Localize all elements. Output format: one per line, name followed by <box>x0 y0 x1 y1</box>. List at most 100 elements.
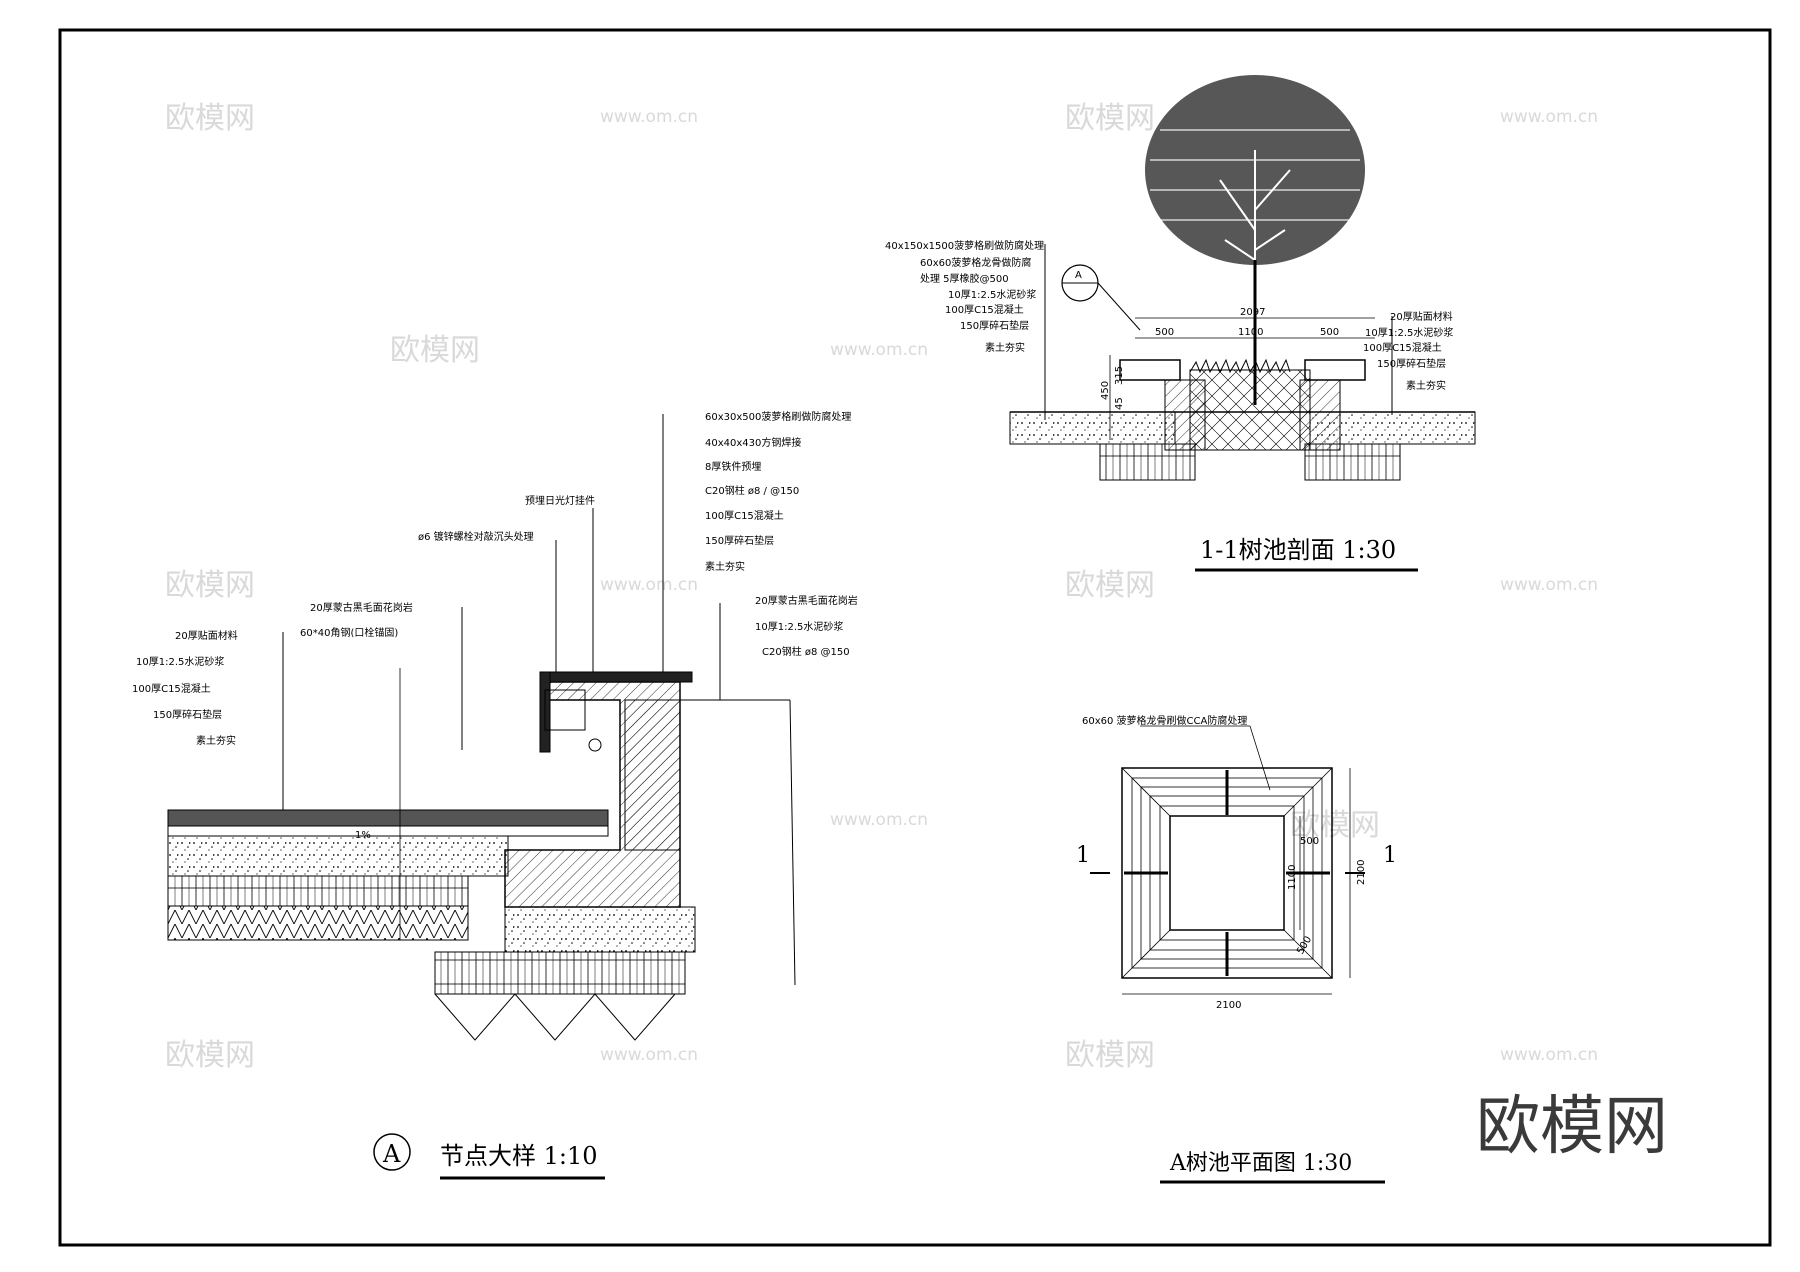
right-seat <box>1304 359 1366 381</box>
section-label-left: 处理 5厚橡胶@500 <box>920 272 1009 285</box>
section-label-left: 40x150x1500菠萝格刷做防腐处理 <box>885 239 1044 252</box>
dim-side-top: 500 <box>1300 836 1319 847</box>
watermark-url: www.om.cn <box>600 1045 698 1065</box>
label-top: 60x30x500菠萝格刷做防腐处理 <box>705 410 851 423</box>
label-right: C20钢柱 ø8 @150 <box>762 645 850 658</box>
label-granite-left: 20厚蒙古黑毛面花岗岩 <box>310 601 413 614</box>
plan-inner <box>1169 815 1285 931</box>
dim-h1: 450 <box>1100 381 1111 400</box>
left-pavement <box>1009 411 1176 445</box>
cut-label-left: 1 <box>1076 843 1090 868</box>
watermark-brand: 欧模网 <box>165 568 255 603</box>
label-left: 150厚碎石垫层 <box>153 708 222 721</box>
light-fixture <box>588 738 602 752</box>
plan-leader <box>1249 725 1271 791</box>
label-left: 素土夯实 <box>196 734 236 747</box>
left-seat <box>1119 359 1181 381</box>
plan-a: 1 1 2100 2100 1100 500 500 60x60 菠萝格龙骨刷做… <box>1076 714 1397 1184</box>
dim-h3: 45 <box>1114 397 1125 410</box>
detail-title: 节点大样 1:10 <box>440 1142 598 1170</box>
drawing-frame <box>58 28 1772 1247</box>
cut-label-right: 1 <box>1383 843 1397 868</box>
label-right: 20厚蒙古黑毛面花岗岩 <box>755 594 858 607</box>
label-top: 100厚C15混凝土 <box>705 509 784 522</box>
watermark-brand: 欧模网 <box>1290 808 1380 843</box>
bench-foundation <box>504 906 696 953</box>
watermark-url: www.om.cn <box>830 810 928 830</box>
concrete-layer <box>167 835 509 877</box>
detail-a: 1% 60x30x500菠萝格刷做防腐处理 40x40x430方钢焊接 8厚铁件… <box>132 410 858 1180</box>
watermark-url: www.om.cn <box>600 107 698 127</box>
watermark-brand: 欧模网 <box>165 1038 255 1073</box>
dim-mid-text: 1100 <box>1238 327 1263 338</box>
watermark-url: www.om.cn <box>600 575 698 595</box>
section-label-right: 10厚1:2.5水泥砂浆 <box>1365 326 1453 339</box>
section-label-right: 150厚碎石垫层 <box>1377 357 1446 370</box>
plan-joists <box>1124 770 1330 976</box>
label-top: C20钢柱 ø8 / @150 <box>705 484 799 497</box>
watermark-brand: 欧模网 <box>1065 1038 1155 1073</box>
label-light: 预埋日光灯挂件 <box>525 494 595 507</box>
bench-wall <box>624 699 681 851</box>
watermark-url: www.om.cn <box>1500 1045 1598 1065</box>
dim-h2: 315 <box>1114 366 1125 385</box>
label-top: 40x40x430方钢焊接 <box>705 436 801 449</box>
angle-steel <box>544 689 586 731</box>
planter-soil <box>1189 369 1311 451</box>
label-right: 10厚1:2.5水泥砂浆 <box>755 620 843 633</box>
detail-marker-letter: A <box>382 1140 401 1168</box>
soil-layer <box>167 905 469 941</box>
section-1-1: 2097 500 1100 500 450 315 45 A 40x150x15… <box>885 75 1476 572</box>
section-marker-letter: A <box>1075 270 1082 281</box>
groundcover <box>1189 358 1291 374</box>
vertical-dims: 450 315 45 <box>1100 355 1125 440</box>
label-top: 8厚铁件预埋 <box>705 460 761 473</box>
section-label-left: 素土夯实 <box>985 341 1025 354</box>
section-label-left: 150厚碎石垫层 <box>960 319 1029 332</box>
marker-leader <box>1097 282 1141 331</box>
watermark-url: www.om.cn <box>830 340 928 360</box>
plan-outer <box>1121 767 1333 979</box>
watermark-url: www.om.cn <box>1500 575 1598 595</box>
section-title: 1-1树池剖面 1:30 <box>1200 536 1396 564</box>
section-label-right: 100厚C15混凝土 <box>1363 341 1442 354</box>
section-label-left: 10厚1:2.5水泥砂浆 <box>948 288 1036 301</box>
label-bolt: ø6 镀锌螺栓对敲沉头处理 <box>418 530 534 543</box>
slope-label: 1% <box>355 830 371 841</box>
label-angle: 60*40角钢(口栓锚固) <box>300 626 398 639</box>
right-ground <box>680 699 796 986</box>
granite-cap <box>539 671 693 683</box>
watermark-brand: 欧模网 <box>1065 568 1155 603</box>
bench-gravel <box>434 951 686 995</box>
dim-inner-text: 1100 <box>1287 865 1298 890</box>
label-left: 20厚贴面材料 <box>175 629 238 642</box>
label-top: 素土夯实 <box>705 560 745 573</box>
watermark-layer: 欧模网 www.om.cn 欧模网 www.om.cn 欧模网 www.om.c… <box>165 101 1598 1073</box>
section-label-left: 100厚C15混凝土 <box>945 303 1024 316</box>
gravel-layer <box>167 875 469 907</box>
paving-layer <box>167 809 609 827</box>
dim-height-text: 2100 <box>1356 860 1367 885</box>
watermark-url: www.om.cn <box>1500 107 1598 127</box>
watermark-brand: 欧模网 <box>390 333 480 368</box>
dim-width-text: 2100 <box>1216 1000 1241 1011</box>
label-left: 10厚1:2.5水泥砂浆 <box>136 655 224 668</box>
plan-label: 60x60 菠萝格龙骨刷做CCA防腐处理 <box>1082 714 1247 727</box>
section-label-left: 60x60菠萝格龙骨做防腐 <box>920 256 1031 269</box>
watermark-brand: 欧模网 <box>1065 101 1155 136</box>
detail-marker <box>373 1133 411 1171</box>
plan-title: A树池平面图 1:30 <box>1169 1151 1352 1176</box>
logo: 欧模网 <box>1476 1090 1668 1164</box>
section-label-right: 20厚贴面材料 <box>1390 310 1453 323</box>
watermark-brand: 欧模网 <box>165 101 255 136</box>
label-top: 150厚碎石垫层 <box>705 534 774 547</box>
dim-left-text: 500 <box>1155 327 1174 338</box>
label-left: 100厚C15混凝土 <box>132 682 211 695</box>
dim-right-text: 500 <box>1320 327 1339 338</box>
mortar-layer <box>167 825 609 837</box>
bench-soil <box>434 993 676 1041</box>
dim-side-bottom: 500 <box>1295 934 1314 956</box>
section-label-right: 素土夯实 <box>1406 379 1446 392</box>
dim-total-text: 2097 <box>1240 307 1265 318</box>
